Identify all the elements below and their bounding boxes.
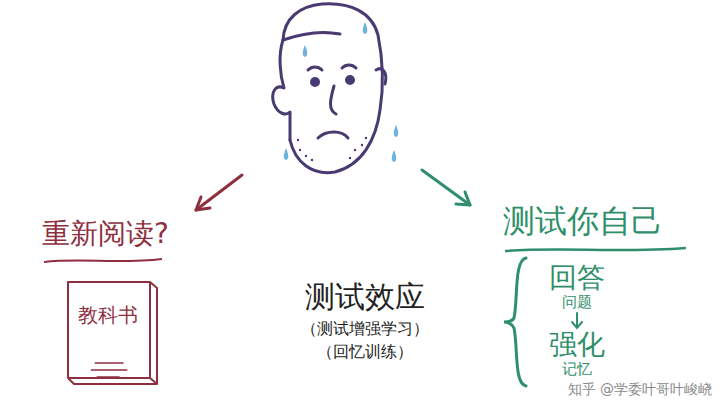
center-subtitle: （测试增强学习） (301, 320, 429, 338)
worried-face (273, 4, 386, 173)
step-note: 记忆 (562, 361, 592, 378)
green-arrow (422, 170, 470, 205)
sweat-drops (284, 22, 399, 162)
textbook: 教科书 (64, 278, 160, 386)
center-title: 测试效应 (305, 280, 425, 315)
book-title: 教科书 (64, 302, 152, 329)
option-heading: 测试你自己 (503, 203, 663, 240)
step-word: 回答 (549, 262, 605, 294)
center-subtitle: （回忆训练） (317, 343, 413, 361)
watermark: 知乎 @学委叶哥叶峻峣 (568, 381, 712, 397)
option-heading: 重新阅读? (42, 218, 169, 250)
underline (505, 248, 686, 251)
down-arrow (572, 313, 582, 328)
curly-bracket (504, 258, 526, 386)
step-note: 问题 (562, 294, 592, 311)
stubble (297, 137, 367, 161)
red-arrow (196, 175, 242, 210)
step-word: 强化 (549, 329, 605, 361)
underline (44, 259, 162, 262)
book-outline (64, 278, 160, 386)
